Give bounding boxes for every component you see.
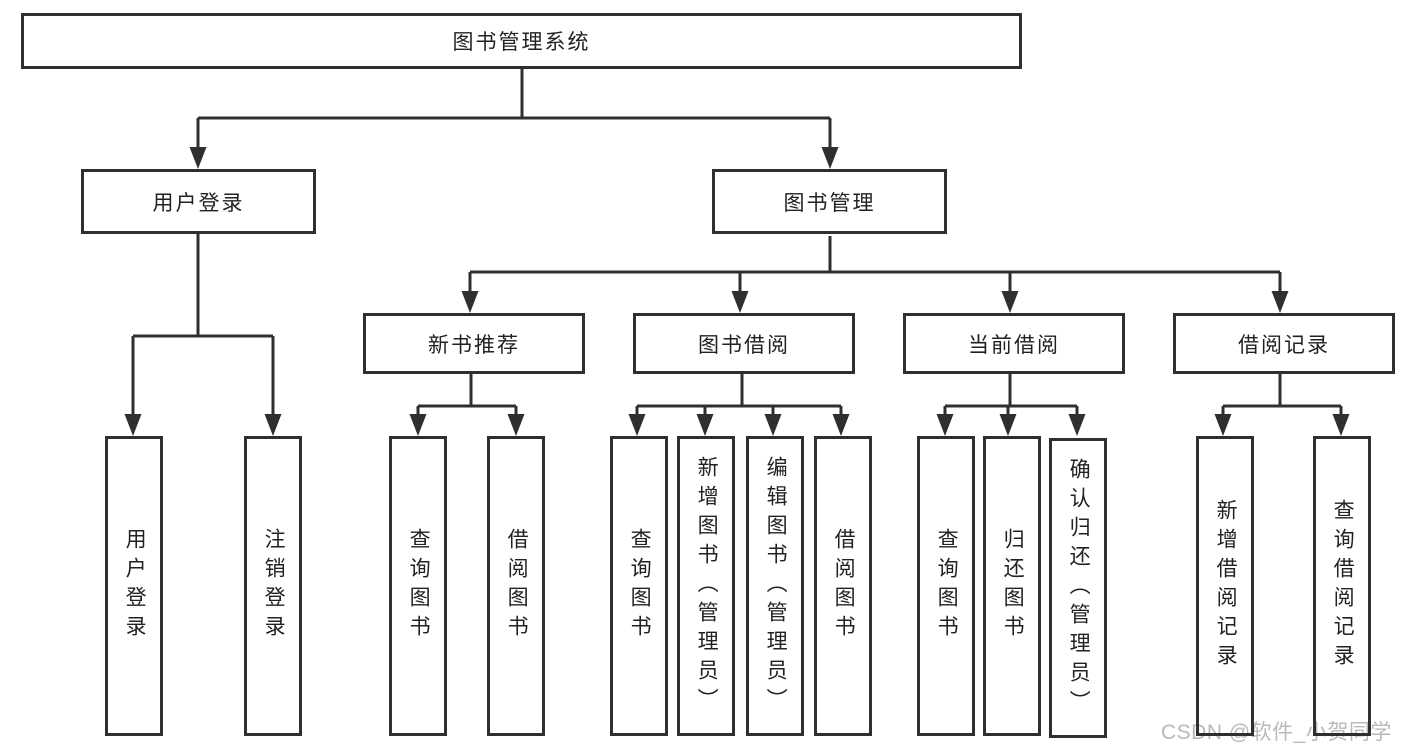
node-query-books-current: 查询图书: [917, 436, 975, 736]
node-logout: 注销登录: [244, 436, 302, 736]
node-book-borrowing: 图书借阅: [633, 313, 855, 374]
node-query-borrow-record: 查询借阅记录: [1313, 436, 1371, 736]
node-label: 注销登录: [262, 528, 286, 644]
node-user-login: 用户登录: [81, 169, 316, 234]
node-label: 用户登录: [152, 191, 245, 215]
node-label: 查询图书: [935, 528, 959, 644]
node-label: 借阅图书: [505, 528, 529, 644]
node-confirm-return-admin: 确认归还（管理员）: [1049, 438, 1107, 738]
node-label: 归还图书: [1001, 528, 1025, 644]
node-add-books-admin: 新增图书（管理员）: [677, 436, 735, 736]
node-return-books: 归还图书: [983, 436, 1041, 736]
node-label: 图书管理系统: [452, 31, 591, 54]
node-label: 图书管理: [783, 191, 876, 215]
node-edit-books-admin: 编辑图书（管理员）: [746, 436, 804, 736]
node-user-login-leaf: 用户登录: [105, 436, 163, 736]
node-label: 图书借阅: [698, 333, 790, 357]
node-query-books-borrowing: 查询图书: [610, 436, 668, 736]
node-label: 新增借阅记录: [1214, 499, 1238, 673]
node-label: 借阅图书: [832, 528, 856, 644]
node-add-borrow-record: 新增借阅记录: [1196, 436, 1254, 736]
watermark-csdn: CSDN @软件_小贺同学: [1161, 721, 1392, 744]
node-label: 查询借阅记录: [1331, 499, 1355, 673]
node-new-book-recommend: 新书推荐: [363, 313, 585, 374]
node-label: 确认归还（管理员）: [1067, 457, 1091, 719]
node-label: 查询图书: [628, 528, 652, 644]
node-label: 新增图书（管理员）: [695, 455, 719, 717]
node-query-books-recommend: 查询图书: [389, 436, 447, 736]
node-book-management: 图书管理: [712, 169, 947, 234]
node-library-system: 图书管理系统: [21, 13, 1022, 69]
node-label: 查询图书: [407, 528, 431, 644]
node-label: 编辑图书（管理员）: [764, 455, 788, 717]
node-label: 新书推荐: [428, 333, 520, 357]
node-borrowing-records: 借阅记录: [1173, 313, 1395, 374]
node-borrow-books-borrowing: 借阅图书: [814, 436, 872, 736]
node-current-borrowing: 当前借阅: [903, 313, 1125, 374]
node-label: 用户登录: [123, 528, 147, 644]
node-borrow-books-recommend: 借阅图书: [487, 436, 545, 736]
node-label: 借阅记录: [1238, 333, 1330, 357]
node-label: 当前借阅: [968, 333, 1060, 357]
